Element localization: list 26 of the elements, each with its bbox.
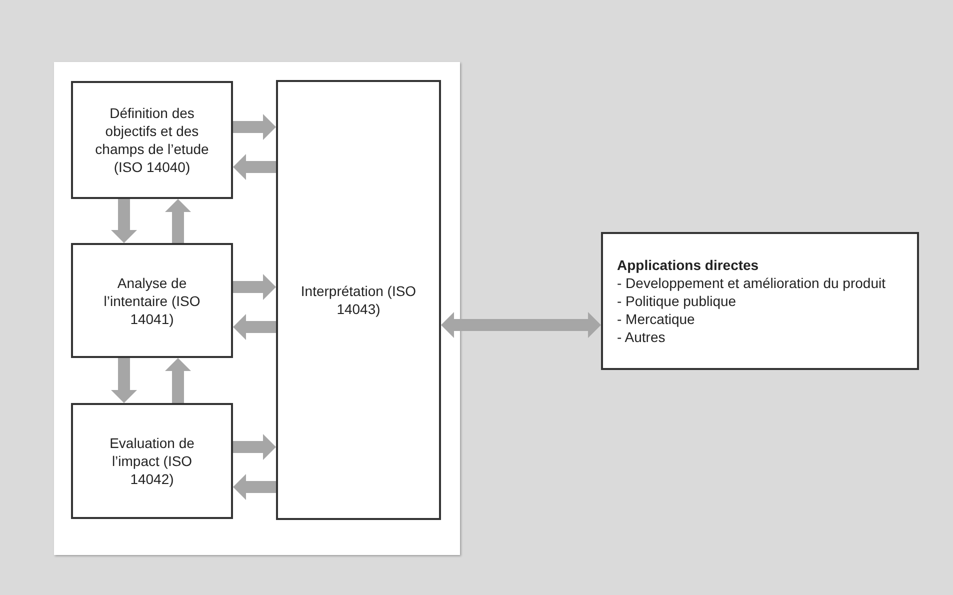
block-arrow bbox=[233, 474, 276, 500]
block-arrow bbox=[233, 314, 276, 340]
list-item: - Politique publique bbox=[617, 292, 736, 310]
block-arrow bbox=[233, 154, 276, 180]
box-text: Définition des objectifs et des champs de l’etude (ISO 14040) bbox=[95, 104, 209, 176]
process-box bbox=[276, 80, 441, 520]
block-arrow bbox=[165, 199, 191, 243]
process-box bbox=[71, 403, 233, 519]
panel bbox=[54, 62, 460, 555]
box-text: Interprétation (ISO 14043) bbox=[300, 282, 417, 318]
process-box bbox=[71, 81, 233, 199]
box-text: Evaluation de l’impact (ISO 14042) bbox=[108, 434, 196, 488]
list-item: - Autres bbox=[617, 328, 666, 346]
list-item: - Developpement et amélioration du produit bbox=[617, 274, 886, 292]
process-box bbox=[601, 232, 919, 370]
list-item: - Mercatique bbox=[617, 310, 695, 328]
box-text: Analyse de l’intentaire (ISO 14041) bbox=[102, 274, 202, 328]
box-heading: Applications directes bbox=[617, 256, 759, 274]
block-arrow bbox=[165, 358, 191, 403]
block-arrow bbox=[233, 114, 276, 140]
block-arrow bbox=[111, 358, 137, 403]
block-arrow bbox=[111, 199, 137, 243]
block-arrow bbox=[233, 274, 276, 300]
process-box bbox=[71, 243, 233, 358]
block-arrow bbox=[233, 434, 276, 460]
block-arrow bbox=[441, 312, 601, 338]
